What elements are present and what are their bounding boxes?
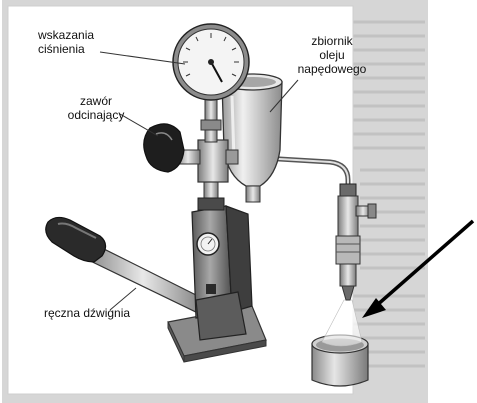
pressure-gauge [173,24,249,100]
label-hand-lever: ręczna dźwignia [44,306,130,320]
label-fuel-tank: zbiornik oleju napędowego [284,34,380,76]
label-pressure-gauge: wskazania ciśnienia [38,28,94,56]
label-shutoff-valve: zawór odcinający [54,94,138,122]
